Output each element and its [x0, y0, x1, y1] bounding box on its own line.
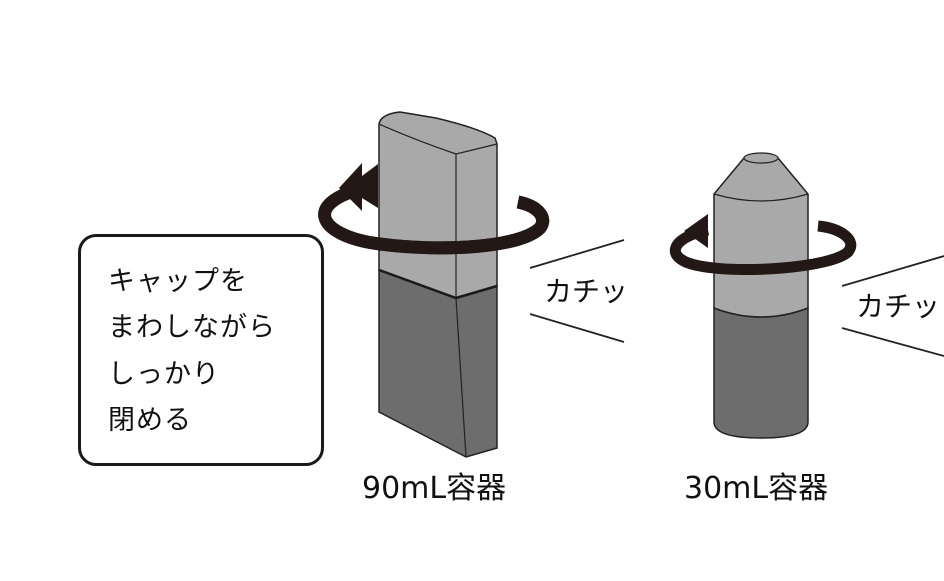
small-container-body: [713, 306, 809, 439]
instruction-line-4: 閉める: [108, 405, 192, 436]
instruction-line-3: しっかり: [108, 359, 220, 390]
small-container-label: 30mL容器: [684, 471, 829, 506]
instruction-line-1: キャップを: [108, 266, 248, 297]
large-container-label: 90mL容器: [362, 471, 507, 506]
large-container-body: [378, 268, 498, 458]
large-container-cap: [378, 111, 498, 299]
large-click-sound: カチッ: [544, 275, 629, 308]
small-container-cap: [713, 153, 809, 318]
instruction-line-2: まわしながら: [108, 312, 276, 343]
small-rotation-arrow: [670, 214, 857, 276]
large-container: [378, 111, 498, 458]
instruction-box: [78, 234, 324, 466]
large-click-lines: [529, 239, 625, 343]
large-rotation-arrow: [318, 163, 550, 255]
small-click-lines: [841, 255, 944, 357]
small-click-sound: カチッ: [856, 290, 941, 323]
small-container: [713, 152, 809, 439]
